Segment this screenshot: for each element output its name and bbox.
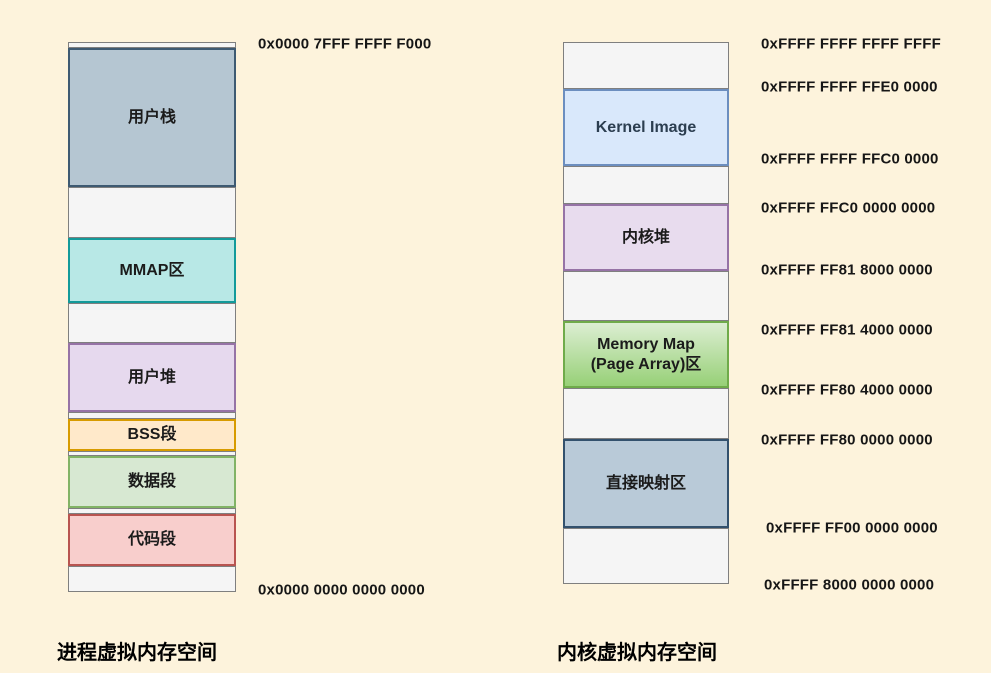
process-memory-title: 进程虚拟内存空间 — [57, 642, 217, 664]
gap-block — [68, 303, 236, 343]
process-memory-column: 用户栈 MMAP区用户堆 BSS段数据段代码段 — [68, 0, 236, 673]
address-label: 0xFFFF FF80 0000 0000 — [761, 431, 933, 449]
gap-block — [68, 187, 236, 238]
kernel-memory-column: Kernel Image 内核堆 Memory Map (Page Array)区直… — [563, 0, 729, 673]
gap-block — [68, 508, 236, 514]
address-label: 0x0000 0000 0000 0000 — [258, 581, 425, 599]
gap-block — [563, 42, 729, 89]
memory-map-block: Memory Map (Page Array)区 — [563, 321, 729, 388]
address-label: 0xFFFF FF00 0000 0000 — [766, 519, 938, 537]
address-label: 0xFFFF FFC0 0000 0000 — [761, 199, 936, 217]
address-label: 0xFFFF FF81 4000 0000 — [761, 321, 933, 339]
mmap-block: MMAP区 — [68, 238, 236, 303]
address-label: 0xFFFF FFFF FFFF FFFF — [761, 35, 941, 53]
code-seg-block: 代码段 — [68, 514, 236, 566]
gap-block — [563, 388, 729, 439]
address-label: 0xFFFF FF81 8000 0000 — [761, 261, 933, 279]
kernel-image-block: Kernel Image — [563, 89, 729, 166]
user-heap-block: 用户堆 — [68, 343, 236, 412]
gap-block — [68, 412, 236, 419]
direct-map-block: 直接映射区 — [563, 439, 729, 528]
address-label: 0xFFFF 8000 0000 0000 — [764, 576, 935, 594]
gap-block — [563, 166, 729, 204]
gap-block — [68, 451, 236, 456]
address-label: 0x0000 7FFF FFFF F000 — [258, 35, 432, 53]
address-label: 0xFFFF FFFF FFE0 0000 — [761, 78, 938, 96]
data-seg-block: 数据段 — [68, 456, 236, 508]
gap-block — [563, 271, 729, 321]
top-strip-block — [68, 42, 236, 48]
gap-block — [563, 528, 729, 584]
user-stack-block: 用户栈 — [68, 48, 236, 187]
address-label: 0xFFFF FFFF FFC0 0000 — [761, 150, 939, 168]
gap-block — [68, 566, 236, 592]
kernel-heap-block: 内核堆 — [563, 204, 729, 271]
bss-block: BSS段 — [68, 419, 236, 451]
address-label: 0xFFFF FF80 4000 0000 — [761, 381, 933, 399]
kernel-memory-title: 内核虚拟内存空间 — [557, 642, 717, 664]
